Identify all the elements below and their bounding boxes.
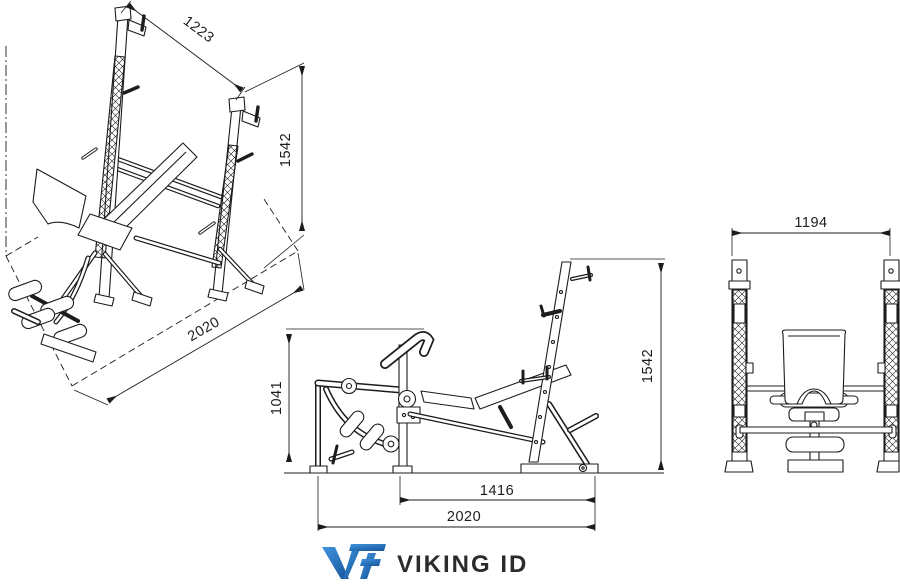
side-front-tower — [309, 331, 435, 474]
front-view: 1194 — [724, 215, 900, 473]
dim-label-front-width: 1194 — [794, 215, 827, 231]
brand-logo: VIKING ID — [322, 542, 528, 582]
dim-label-iso-depth: 2020 — [185, 314, 223, 345]
iso-seat-pad — [77, 213, 133, 251]
side-dim-rack-height: 1542 — [570, 258, 665, 470]
front-left-upright — [724, 259, 754, 473]
dim-label-side-front-height: 1041 — [269, 381, 285, 415]
front-leg-roller — [785, 436, 845, 453]
front-base-plate — [787, 459, 844, 473]
vf-logo-icon — [322, 544, 386, 579]
dim-label-side-base-length: 1416 — [480, 483, 514, 499]
front-back-pad — [781, 329, 847, 405]
iso-preacher-pad — [32, 168, 87, 229]
side-rack — [519, 261, 599, 474]
iso-bench-artwork — [8, 5, 265, 363]
side-view: 1041 1542 1416 2020 — [269, 258, 665, 531]
dim-label-side-rack-height: 1542 — [640, 349, 656, 383]
iso-leg-developer — [8, 255, 97, 363]
dim-label-iso-height: 1542 — [278, 133, 294, 167]
front-right-upright — [876, 259, 900, 473]
dim-label-side-overall-length: 2020 — [447, 509, 481, 525]
iso-dim-rack-width: 1223 — [120, 0, 246, 101]
dim-label-iso-width: 1223 — [180, 13, 217, 46]
brand-name: VIKING ID — [397, 551, 529, 578]
side-dim-overall-length: 2020 — [317, 476, 596, 531]
side-dim-front-height: 1041 — [269, 328, 424, 462]
isometric-view: 1223 1542 2020 — [5, 0, 306, 406]
front-dim-overall-width: 1194 — [731, 215, 891, 256]
side-dim-base-length: 1416 — [399, 476, 596, 505]
front-bench — [735, 329, 897, 473]
iso-left-upright — [81, 5, 153, 307]
iso-dim-rack-height: 1542 — [244, 62, 306, 269]
side-seat-pad — [420, 390, 475, 410]
iso-right-upright — [198, 96, 265, 302]
